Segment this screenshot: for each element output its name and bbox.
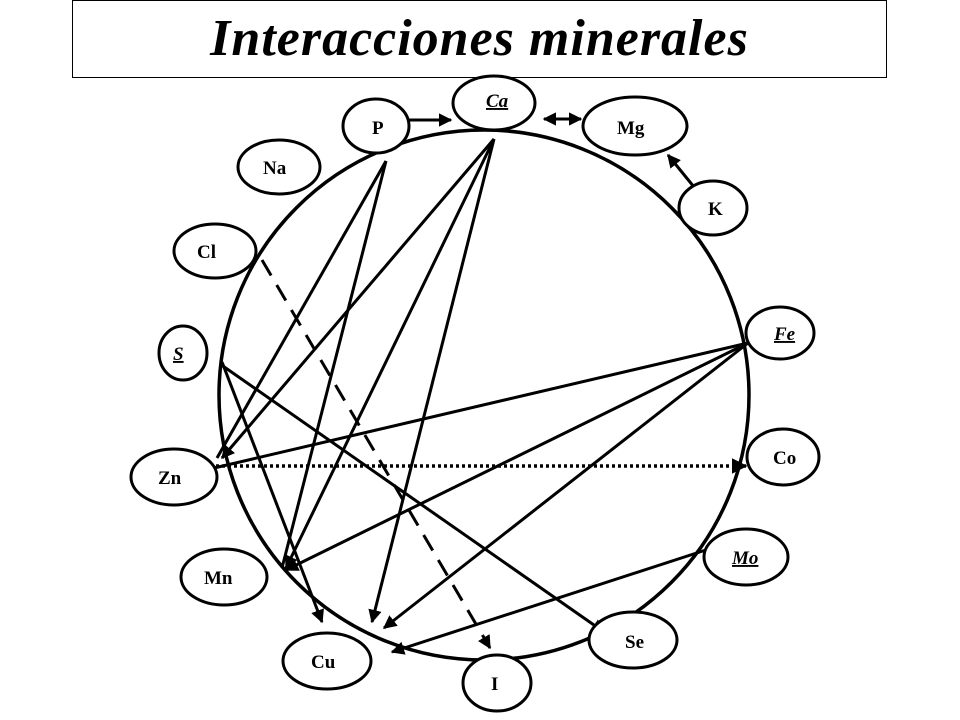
- node-mg: Mg: [581, 95, 689, 157]
- node-zn-label: Zn: [158, 468, 182, 489]
- node-co-label: Co: [773, 448, 796, 469]
- node-ca: Ca: [451, 74, 537, 132]
- page-title: Interacciones minerales: [210, 10, 749, 67]
- node-p-label: P: [372, 118, 384, 139]
- edge-k-mg: [666, 153, 696, 188]
- node-zn: Zn: [129, 447, 219, 507]
- node-co-ellipse: [745, 427, 821, 487]
- node-mg-ellipse: [581, 95, 689, 157]
- node-na-ellipse: [236, 138, 322, 196]
- edge-p-mn: [280, 160, 388, 569]
- node-k: K: [677, 179, 749, 237]
- node-mo: Mo: [702, 527, 790, 587]
- node-mn-label: Mn: [204, 568, 233, 589]
- node-mo-label: Mo: [731, 548, 758, 569]
- title-box: Interacciones minerales: [72, 0, 887, 78]
- node-na: Na: [236, 138, 322, 196]
- node-cl: Cl: [172, 222, 258, 280]
- node-co: Co: [745, 427, 821, 487]
- node-mn: Mn: [179, 547, 269, 607]
- node-p: P: [341, 97, 411, 155]
- edge-ca-zn: [220, 138, 496, 460]
- edge-s-se: [219, 362, 606, 634]
- node-mg-label: Mg: [617, 118, 645, 139]
- node-i-label: I: [491, 674, 498, 695]
- edge-ca-mn: [284, 138, 496, 570]
- node-i: I: [461, 653, 533, 713]
- edge-p-zn: [215, 160, 388, 459]
- node-cl-label: Cl: [197, 242, 216, 263]
- node-s-ellipse: [157, 324, 209, 382]
- node-fe-label: Fe: [773, 324, 796, 345]
- node-se-ellipse: [587, 610, 679, 670]
- node-p-ellipse: [341, 97, 411, 155]
- node-mo-ellipse: [702, 527, 790, 587]
- node-zn-ellipse: [129, 447, 219, 507]
- edge-s-cu: [220, 361, 324, 624]
- node-ca-ellipse: [451, 74, 537, 132]
- node-se: Se: [587, 610, 679, 670]
- node-na-label: Na: [263, 158, 287, 179]
- edge-mo-cu: [390, 546, 713, 655]
- edge-fe-cu: [382, 341, 749, 630]
- node-se-label: Se: [625, 632, 644, 653]
- node-k-label: K: [708, 199, 723, 220]
- node-fe: Fe: [744, 305, 816, 361]
- node-k-ellipse: [677, 179, 749, 237]
- node-i-ellipse: [461, 653, 533, 713]
- main-circle: [217, 128, 751, 662]
- node-s: S: [157, 324, 209, 382]
- edge-fe-zn: [213, 341, 749, 470]
- edge-fe-mn: [284, 341, 749, 572]
- node-cu-label: Cu: [311, 652, 336, 673]
- edge-cl-i: [260, 259, 492, 650]
- node-fe-ellipse: [744, 305, 816, 361]
- edge-ca-cu: [368, 138, 496, 624]
- node-cu-ellipse: [281, 631, 373, 691]
- node-cu: Cu: [281, 631, 373, 691]
- node-ca-label: Ca: [486, 91, 509, 112]
- node-s-label: S: [173, 344, 184, 365]
- node-mn-ellipse: [179, 547, 269, 607]
- node-cl-ellipse: [172, 222, 258, 280]
- interaction-lines: [210, 112, 749, 655]
